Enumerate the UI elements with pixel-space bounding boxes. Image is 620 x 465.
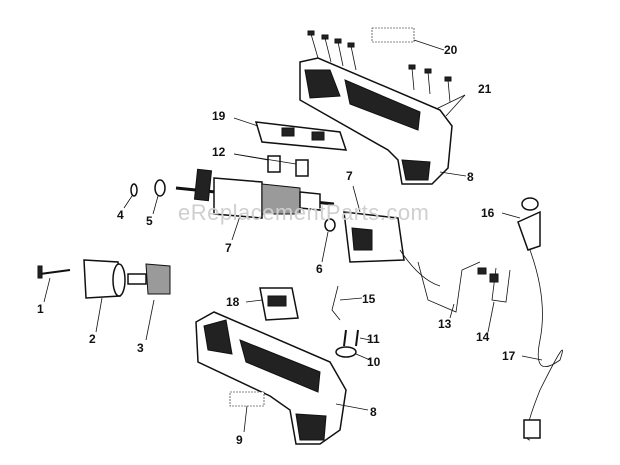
callout-11: 11 xyxy=(367,332,380,346)
callout-4: 4 xyxy=(117,208,124,222)
part-6 xyxy=(321,218,336,263)
callout-17: 17 xyxy=(502,349,516,363)
callout-10: 10 xyxy=(367,355,381,369)
callout-2: 2 xyxy=(89,332,96,346)
callout-19: 19 xyxy=(212,109,226,123)
callout-7-armature: 7 xyxy=(225,241,232,255)
part-19 xyxy=(233,117,348,151)
housing-half-right xyxy=(299,57,467,185)
chuck-assembly xyxy=(37,259,171,341)
wires-13-14 xyxy=(417,261,511,333)
watermark: eReplacementParts.com xyxy=(178,200,430,225)
callout-3: 3 xyxy=(137,341,144,355)
callout-9: 9 xyxy=(236,433,243,447)
callout-13: 13 xyxy=(438,317,452,331)
callout-21: 21 xyxy=(478,82,492,96)
callout-12: 12 xyxy=(212,145,226,159)
power-cord xyxy=(501,197,563,441)
field-coil xyxy=(343,185,441,287)
callout-20: 20 xyxy=(444,43,458,57)
callout-6: 6 xyxy=(316,262,323,276)
housing-half-left xyxy=(195,311,369,445)
callout-7-field: 7 xyxy=(346,169,353,183)
part-12 xyxy=(233,153,309,177)
callout-15: 15 xyxy=(362,292,376,306)
callout-5: 5 xyxy=(146,214,153,228)
callout-18: 18 xyxy=(226,295,240,309)
housing-screws-top xyxy=(307,27,466,117)
cord-clamp xyxy=(335,329,371,361)
callout-8-top: 8 xyxy=(467,170,474,184)
switch-assembly xyxy=(245,285,363,321)
part-9-label xyxy=(229,391,265,433)
callout-1: 1 xyxy=(37,302,44,316)
callout-8-bottom: 8 xyxy=(370,405,377,419)
callout-16: 16 xyxy=(481,206,495,220)
callout-14: 14 xyxy=(476,330,490,344)
armature xyxy=(175,168,335,241)
parts-4-5 xyxy=(123,179,166,215)
